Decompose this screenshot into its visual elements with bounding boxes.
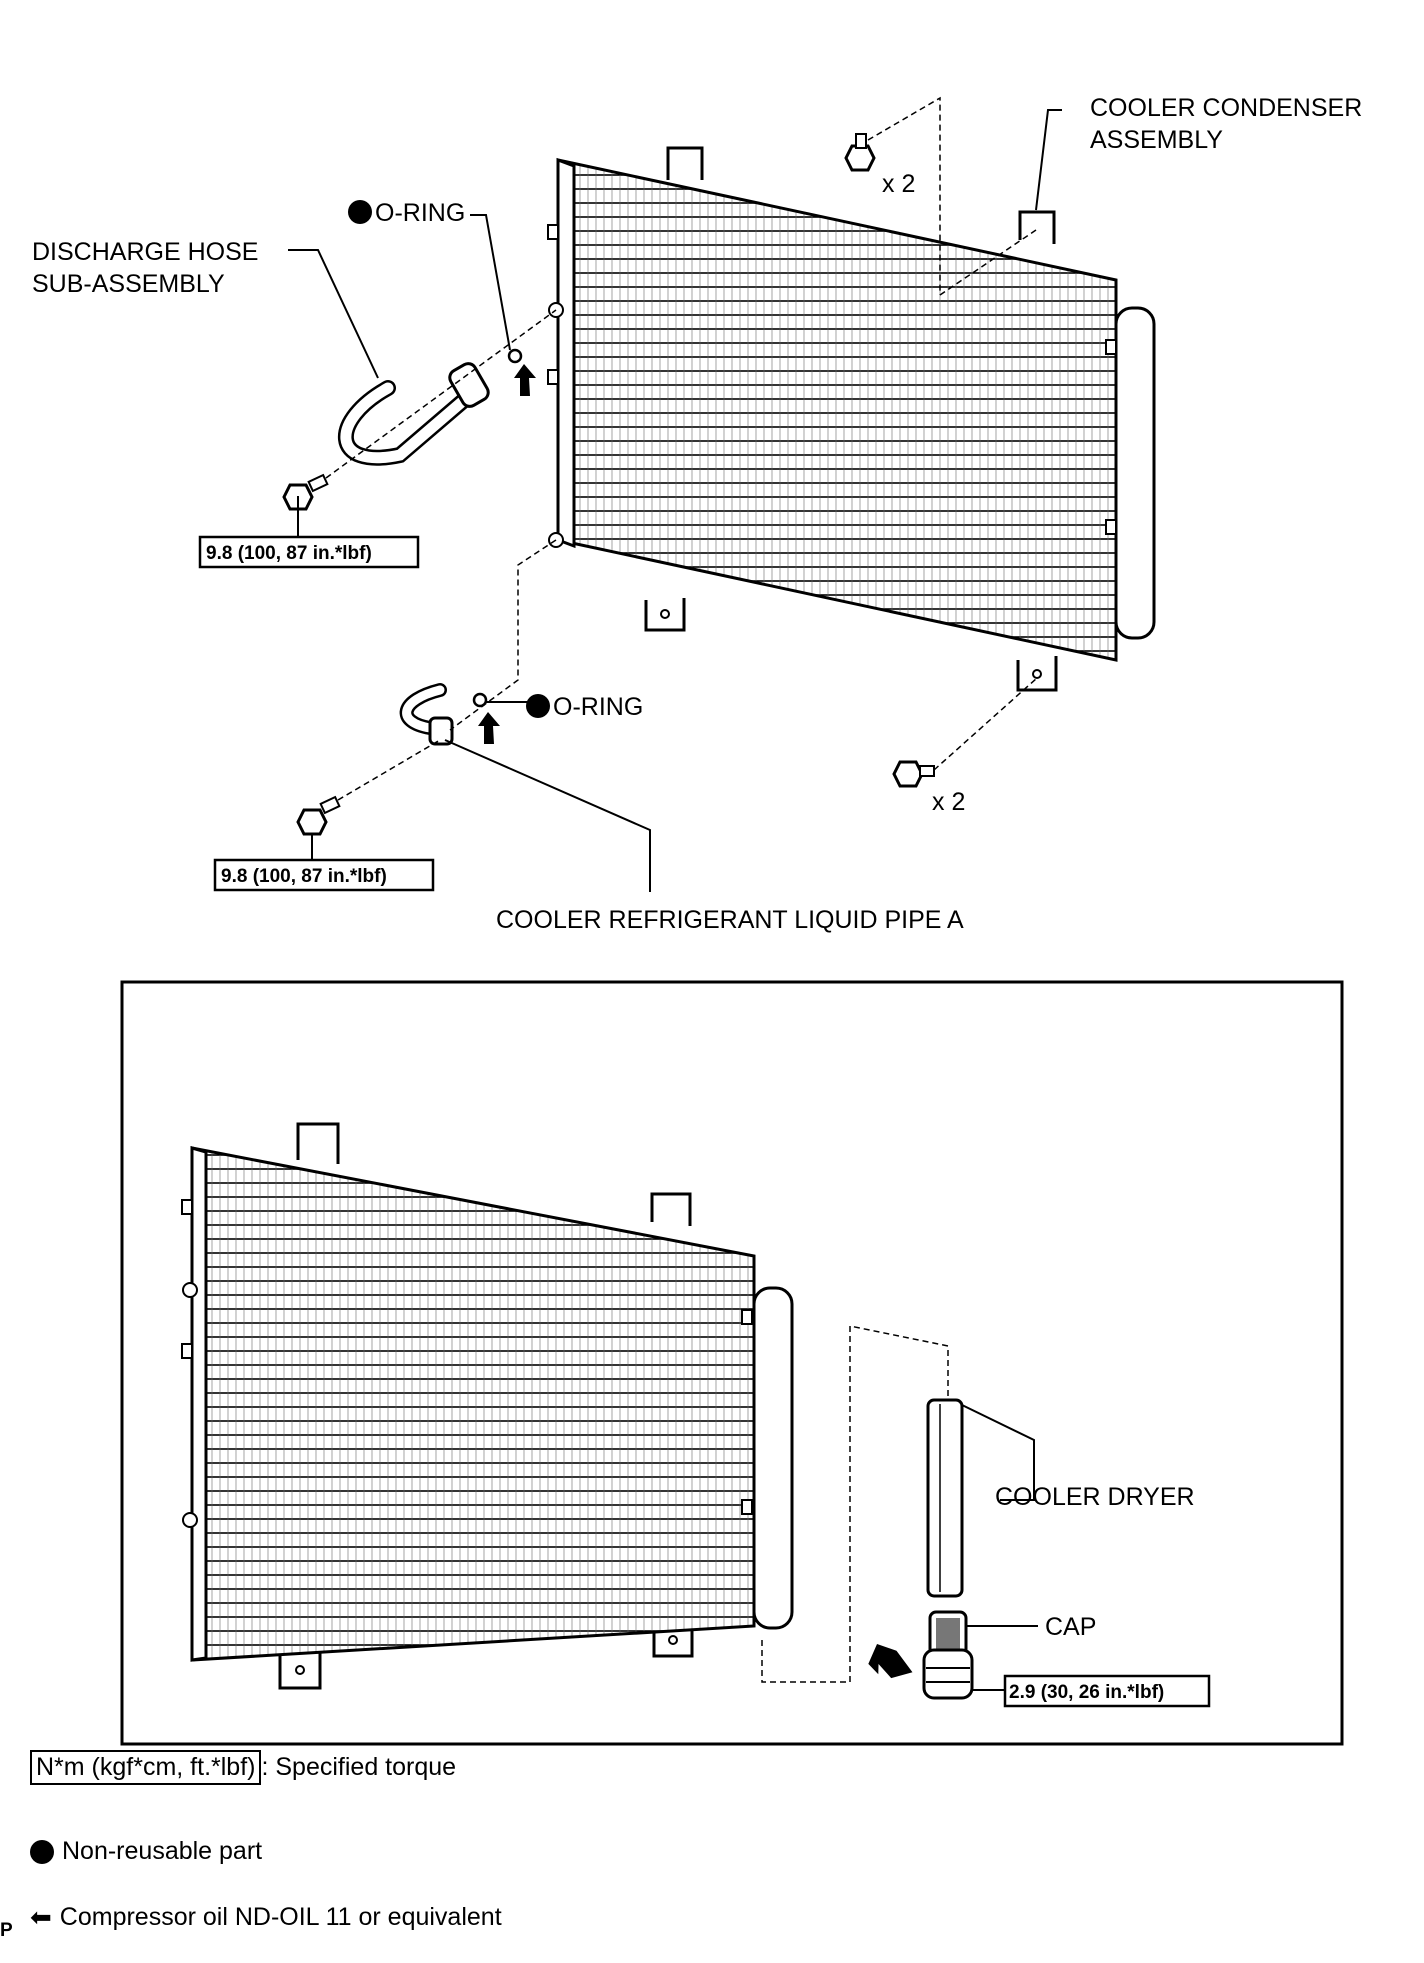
arrow-left-icon: ⬅ [30, 1902, 52, 1932]
x2-bottom-label: x 2 [932, 788, 965, 816]
figure-code: P [0, 1920, 13, 1941]
non-reusable-dot-icon [348, 200, 372, 224]
top-condenser [547, 146, 1156, 692]
torque-liquid-pipe-text: 9.8 (100, 87 in.*lbf) [221, 866, 387, 887]
o-ring-top-text: O-RING [375, 199, 465, 227]
legend-compressor-oil: ⬅ Compressor oil ND-OIL 11 or equivalent [30, 1902, 502, 1933]
o-ring-bottom-text: O-RING [553, 693, 643, 721]
non-reusable-dot-icon [526, 694, 550, 718]
bolt-icon [892, 760, 935, 788]
legend-torque-box: N*m (kgf*cm, ft.*lbf) [30, 1750, 262, 1785]
cooler-dryer-label: COOLER DRYER [995, 1483, 1195, 1511]
legend-non-reusable-text: Non-reusable part [62, 1837, 263, 1865]
compressor-oil-arrow-icon [478, 712, 500, 744]
non-reusable-dot-icon [30, 1839, 54, 1864]
o-ring-top-label: O-RING [348, 199, 465, 227]
bolt-icon [844, 133, 876, 172]
torque-box-cap: 2.9 (30, 26 in.*lbf) [1003, 1674, 1211, 1708]
legend-torque: N*m (kgf*cm, ft.*lbf) : Specified torque [30, 1750, 456, 1785]
torque-cap-text: 2.9 (30, 26 in.*lbf) [1009, 1682, 1164, 1703]
bottom-condenser [181, 1122, 794, 1690]
o-ring-bottom-label: O-RING [526, 693, 643, 721]
x2-top-label: x 2 [882, 170, 915, 198]
cooler-dryer [926, 1398, 964, 1598]
cooler-condenser-label-line1: COOLER CONDENSER [1090, 94, 1362, 122]
discharge-hose [338, 362, 490, 466]
liquid-pipe [399, 683, 454, 746]
legend-compressor-oil-text: Compressor oil ND-OIL 11 or equivalent [59, 1903, 502, 1931]
discharge-hose-label-line1: DISCHARGE HOSE [32, 238, 258, 266]
bolt-icon [296, 795, 341, 836]
bolt-icon [282, 473, 329, 511]
cap-label: CAP [1045, 1613, 1096, 1641]
torque-box-liquid-pipe: 9.8 (100, 87 in.*lbf) [213, 858, 435, 892]
cap [922, 1610, 974, 1700]
liquid-pipe-label: COOLER REFRIGERANT LIQUID PIPE A [496, 906, 964, 934]
compressor-oil-arrow-icon [514, 364, 536, 396]
torque-box-discharge: 9.8 (100, 87 in.*lbf) [198, 535, 420, 569]
legend-torque-text: : Specified torque [261, 1753, 457, 1781]
torque-discharge-text: 9.8 (100, 87 in.*lbf) [206, 543, 372, 564]
discharge-hose-label-line2: SUB-ASSEMBLY [32, 270, 225, 298]
legend-non-reusable: Non-reusable part [30, 1837, 262, 1866]
cooler-condenser-label-line2: ASSEMBLY [1090, 126, 1223, 154]
compressor-oil-arrow-icon [868, 1644, 913, 1679]
inset-frame [120, 980, 1344, 1746]
